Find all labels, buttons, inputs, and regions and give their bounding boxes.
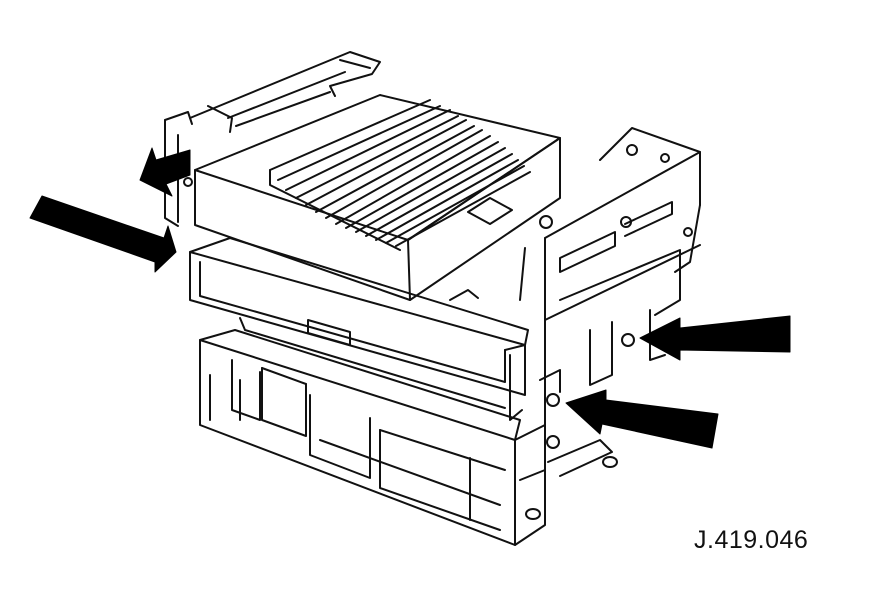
- arrow-right-upper: [639, 315, 791, 361]
- indicator-arrows: [29, 147, 791, 449]
- mounting-bracket: [164, 51, 701, 520]
- arrow-right-lower: [565, 389, 719, 449]
- middle-unit: [189, 237, 529, 421]
- arrow-top-left: [139, 147, 191, 197]
- arrow-mid-left: [29, 195, 177, 273]
- figure-reference-code: J.419.046: [694, 526, 809, 554]
- amplifier-unit: [194, 94, 561, 301]
- bottom-unit: [199, 329, 546, 546]
